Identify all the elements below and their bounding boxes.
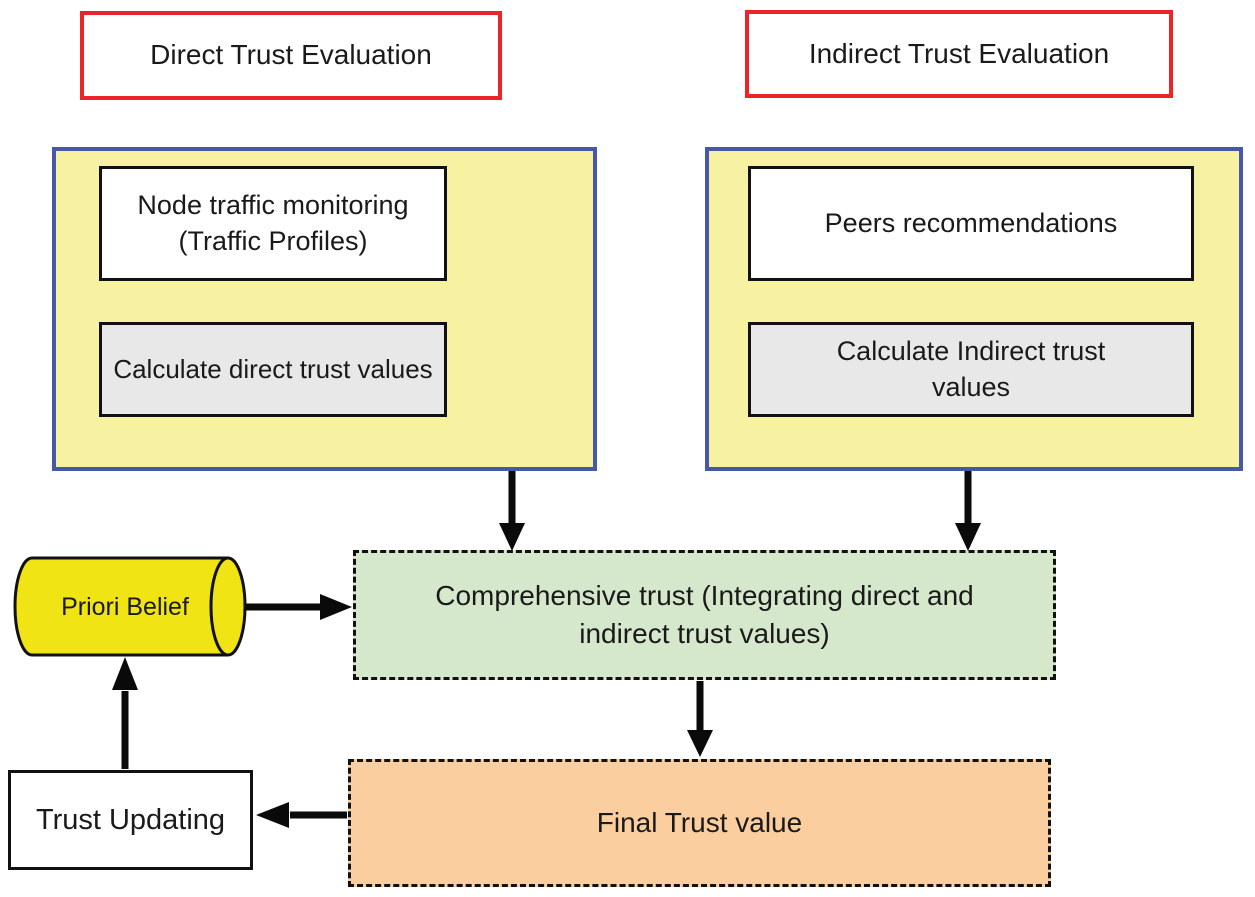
arrow-comprehensive-to-final: [687, 681, 713, 757]
comprehensive-trust-line2: indirect trust values): [579, 618, 830, 649]
calculate-indirect-trust-line2: values: [931, 371, 1011, 402]
priori-belief-label: Priori Belief: [61, 592, 189, 621]
arrow-direct-to-comprehensive: [499, 471, 525, 551]
indirect-trust-evaluation-label: Indirect Trust Evaluation: [808, 37, 1110, 69]
comprehensive-trust-box: Comprehensive trust (Integrating direct …: [353, 550, 1056, 680]
calculate-indirect-trust-box: Calculate Indirect trust values: [748, 322, 1194, 417]
arrow-priori-to-comprehensive: [246, 594, 352, 620]
trust-updating-label: Trust Updating: [35, 803, 226, 836]
direct-trust-evaluation-label: Direct Trust Evaluation: [150, 39, 432, 71]
peers-recommendations-label: Peers recommendations: [824, 207, 1118, 238]
direct-trust-evaluation-header: Direct Trust Evaluation: [80, 11, 502, 100]
arrow-trust-updating-to-priori: [112, 657, 138, 769]
comprehensive-trust-line1: Comprehensive trust (Integrating direct …: [435, 580, 974, 612]
final-trust-value-label: Final Trust value: [596, 806, 803, 838]
calculate-direct-trust-box: Calculate direct trust values: [99, 322, 447, 417]
final-trust-value-box: Final Trust value: [348, 759, 1051, 887]
indirect-trust-evaluation-header: Indirect Trust Evaluation: [745, 10, 1173, 98]
trust-updating-box: Trust Updating: [8, 770, 253, 870]
calculate-direct-trust-label: Calculate direct trust values: [113, 354, 433, 385]
arrow-final-to-trust-updating: [256, 802, 347, 828]
node-traffic-monitoring-box: Node traffic monitoring (Traffic Profile…: [99, 166, 447, 281]
node-traffic-monitoring-line1: Node traffic monitoring: [137, 189, 409, 220]
arrow-indirect-to-comprehensive: [955, 471, 981, 551]
node-traffic-monitoring-line2: (Traffic Profiles): [178, 225, 368, 256]
calculate-indirect-trust-line1: Calculate Indirect trust: [836, 335, 1106, 366]
peers-recommendations-box: Peers recommendations: [748, 166, 1194, 281]
